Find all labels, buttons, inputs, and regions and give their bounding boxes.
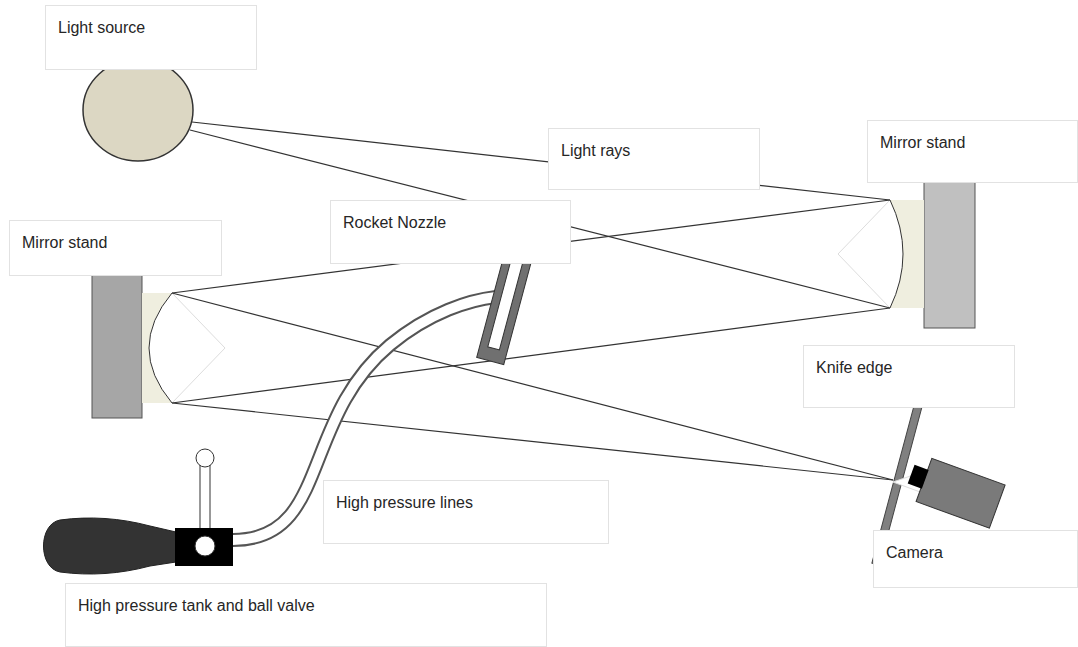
valve-pivot (195, 536, 215, 556)
ball-valve (175, 528, 233, 566)
camera-body (903, 454, 1005, 529)
valve-knob (196, 449, 214, 467)
label-text: Rocket Nozzle (343, 213, 446, 233)
mirror-stand-left (92, 270, 142, 418)
label-box: Light source (45, 5, 257, 70)
mirror-stand-right (924, 178, 975, 328)
mirror-right-guide (838, 200, 890, 308)
label-text: Mirror stand (880, 133, 965, 153)
label-text: Light rays (561, 141, 630, 161)
high-pressure-hose (233, 297, 496, 540)
label-text: Light source (58, 18, 145, 38)
mirror-left (142, 293, 172, 403)
mirror-right-surface (890, 200, 903, 308)
label-text: Camera (886, 543, 943, 563)
light-ray-lines (172, 122, 893, 480)
label-box: High pressure tank and ball valve (65, 583, 547, 647)
valve-handle (200, 462, 210, 538)
label-text: Mirror stand (22, 233, 107, 253)
label-box: Mirror stand (9, 220, 222, 276)
label-text: Knife edge (816, 358, 893, 378)
label-text: High pressure tank and ball valve (78, 596, 315, 616)
label-box: Knife edge (803, 345, 1015, 408)
label-box: Mirror stand (867, 120, 1078, 183)
label-text: High pressure lines (336, 493, 473, 513)
label-box: Rocket Nozzle (330, 200, 571, 264)
pressure-tank (44, 518, 177, 574)
label-box: Camera (873, 530, 1078, 588)
mirror-left-surface (149, 293, 172, 403)
light-source-lamp (83, 59, 193, 161)
mirror-left-guide (172, 293, 225, 403)
label-box: High pressure lines (323, 480, 609, 544)
mirror-right (890, 200, 924, 308)
label-box: Light rays (548, 128, 760, 190)
